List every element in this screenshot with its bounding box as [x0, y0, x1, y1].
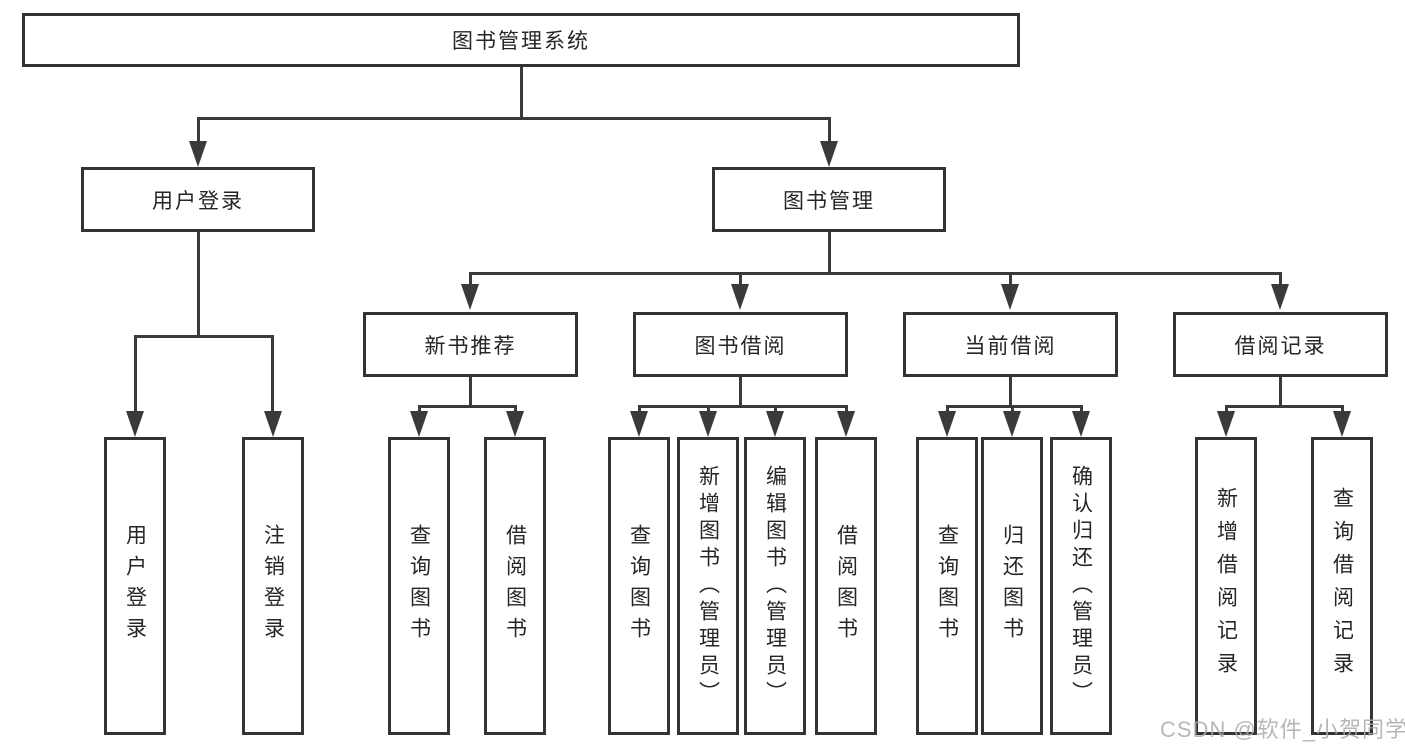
arrow-to-new-book [461, 284, 479, 310]
connector-newbook-stub [469, 377, 472, 407]
arrow-to-cb-query [938, 411, 956, 437]
arrow-to-nb-query [410, 411, 428, 437]
arrow-to-book-borrow [731, 284, 749, 310]
leaf-bb-borrow-books: 借阅图书 [815, 437, 877, 735]
leaf-logout: 注销登录 [242, 437, 304, 735]
leaf-nb-borrow-books: 借阅图书 [484, 437, 546, 735]
node-borrow-records: 借阅记录 [1173, 312, 1388, 377]
leaf-bb-query-books: 查询图书 [608, 437, 670, 735]
connector-userlogin-drop-1 [134, 335, 137, 415]
leaf-br-query-record: 查询借阅记录 [1311, 437, 1373, 735]
connector-leaf-drop [1341, 405, 1344, 415]
arrow-to-bb-edit [766, 411, 784, 437]
connector-userlogin-drop-2 [271, 335, 274, 415]
connector-root-stub [520, 67, 523, 119]
arrow-to-user-login [189, 141, 207, 167]
connector-mgmt-branch [469, 272, 1282, 275]
connector-records-stub [1279, 377, 1282, 407]
connector-mgmt-drop-4 [1279, 272, 1282, 288]
arrow-to-bb-borrow [837, 411, 855, 437]
connector-mgmt-drop-1 [469, 272, 472, 288]
arrow-to-cb-confirm [1072, 411, 1090, 437]
leaf-bb-edit-book-admin: 编辑图书（管理员） [744, 437, 806, 735]
connector-currentborrow-stub [1009, 377, 1012, 407]
connector-leaf-drop [707, 405, 710, 415]
connector-bookborrow-stub [739, 377, 742, 407]
connector-leaf-drop [946, 405, 949, 415]
node-book-borrow: 图书借阅 [633, 312, 848, 377]
arrow-to-bb-add [699, 411, 717, 437]
arrow-to-current-borrow [1001, 284, 1019, 310]
arrow-to-br-query [1333, 411, 1351, 437]
connector-mgmt-stub [828, 232, 831, 274]
leaf-nb-query-books: 查询图书 [388, 437, 450, 735]
connector-userlogin-stub [197, 232, 200, 337]
leaf-cb-return-books: 归还图书 [981, 437, 1043, 735]
node-book-management: 图书管理 [712, 167, 946, 232]
connector-mgmt-drop-2 [739, 272, 742, 288]
arrow-to-book-management [820, 141, 838, 167]
connector-mgmt-drop-3 [1009, 272, 1012, 288]
connector-leaf-drop [1080, 405, 1083, 415]
arrow-to-nb-borrow [506, 411, 524, 437]
node-user-login: 用户登录 [81, 167, 315, 232]
connector-root-drop-left [197, 117, 200, 147]
connector-newbook-branch [418, 405, 517, 408]
connector-records-branch [1225, 405, 1343, 408]
leaf-cb-query-books: 查询图书 [916, 437, 978, 735]
arrow-to-cb-return [1003, 411, 1021, 437]
connector-leaf-drop [845, 405, 848, 415]
arrow-to-br-add [1217, 411, 1235, 437]
node-root: 图书管理系统 [22, 13, 1020, 67]
leaf-bb-add-book-admin: 新增图书（管理员） [677, 437, 739, 735]
connector-root-branch [197, 117, 831, 120]
arrow-to-borrow-records [1271, 284, 1289, 310]
connector-bookborrow-branch [638, 405, 847, 408]
leaf-br-add-record: 新增借阅记录 [1195, 437, 1257, 735]
connector-root-drop-right [828, 117, 831, 147]
leaf-cb-confirm-return-admin: 确认归还（管理员） [1050, 437, 1112, 735]
arrow-to-bb-query [630, 411, 648, 437]
connector-currentborrow-branch [946, 405, 1082, 408]
watermark: CSDN @软件_小贺同学 [1160, 717, 1405, 742]
connector-leaf-drop [774, 405, 777, 415]
connector-leaf-drop [418, 405, 421, 415]
connector-leaf-drop [1225, 405, 1228, 415]
arrow-to-leaf-logout [264, 411, 282, 437]
connector-leaf-drop [1011, 405, 1014, 415]
connector-leaf-drop [514, 405, 517, 415]
connector-leaf-drop [638, 405, 641, 415]
connector-userlogin-branch [134, 335, 274, 338]
leaf-user-login: 用户登录 [104, 437, 166, 735]
node-new-book-recommend: 新书推荐 [363, 312, 578, 377]
node-current-borrow: 当前借阅 [903, 312, 1118, 377]
arrow-to-leaf-user-login [126, 411, 144, 437]
